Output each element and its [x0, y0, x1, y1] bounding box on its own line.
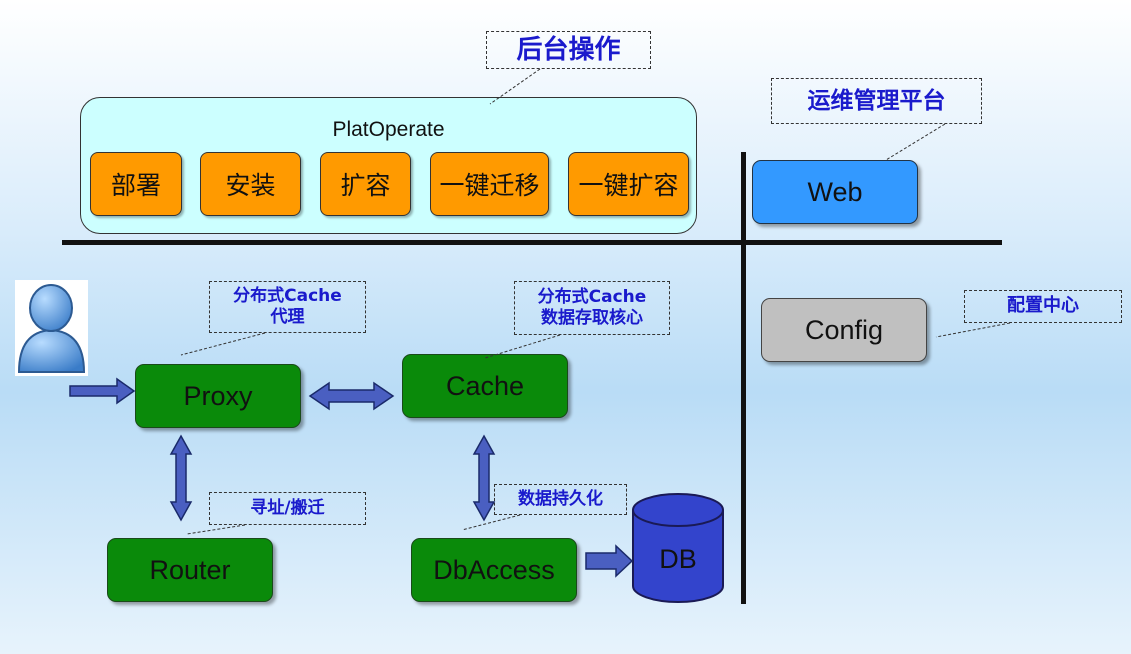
callout-pointers — [180, 68, 1011, 535]
op-deploy: 部署 — [90, 152, 182, 216]
pointer-config-center — [935, 322, 1011, 338]
pointer-proxy — [180, 332, 266, 356]
router-node: Router — [107, 538, 273, 602]
proxy-node: Proxy — [135, 364, 301, 428]
web-node: Web — [752, 160, 918, 224]
pointer-cache — [484, 334, 561, 359]
cache-node: Cache — [402, 354, 568, 418]
arrow-user-to-proxy — [69, 377, 136, 405]
db-label: DB — [659, 544, 697, 574]
callout-config-center: 配置中心 — [964, 290, 1122, 323]
callout-router: 寻址/搬迁 — [209, 492, 366, 525]
arrow-dbaccess-to-db — [585, 544, 634, 578]
arrow-proxy-router — [169, 434, 193, 522]
op-scale-out: 扩容 — [320, 152, 411, 216]
callout-ops-platform: 运维管理平台 — [771, 78, 982, 124]
horizontal-divider — [62, 240, 1002, 245]
op-one-click-migrate: 一键迁移 — [430, 152, 549, 216]
dbaccess-node: DbAccess — [411, 538, 577, 602]
pointer-ops-platform — [885, 123, 946, 161]
arrow-proxy-cache — [308, 381, 395, 411]
vertical-divider — [741, 152, 746, 604]
pointer-backend-ops — [489, 68, 541, 105]
db-cylinder: DB — [632, 492, 724, 604]
callout-cache-line1: 分布式Cache — [537, 286, 647, 307]
pointer-dbaccess — [461, 514, 521, 531]
op-one-click-scale: 一键扩容 — [568, 152, 689, 216]
callout-proxy: 分布式Cache 代理 — [209, 281, 366, 333]
callout-proxy-line2: 代理 — [270, 307, 305, 327]
op-install: 安装 — [200, 152, 301, 216]
pointer-router — [186, 524, 246, 535]
user-icon — [15, 280, 88, 376]
callout-proxy-line1: 分布式Cache — [233, 285, 342, 306]
config-node: Config — [761, 298, 927, 362]
callout-cache: 分布式Cache 数据存取核心 — [514, 281, 670, 335]
callout-dbaccess: 数据持久化 — [494, 484, 627, 515]
platoperate-title: PlatOperate — [332, 118, 445, 141]
callout-backend-ops: 后台操作 — [486, 31, 651, 69]
arrow-cache-dbaccess — [472, 434, 496, 522]
callout-cache-line2: 数据存取核心 — [541, 308, 643, 328]
